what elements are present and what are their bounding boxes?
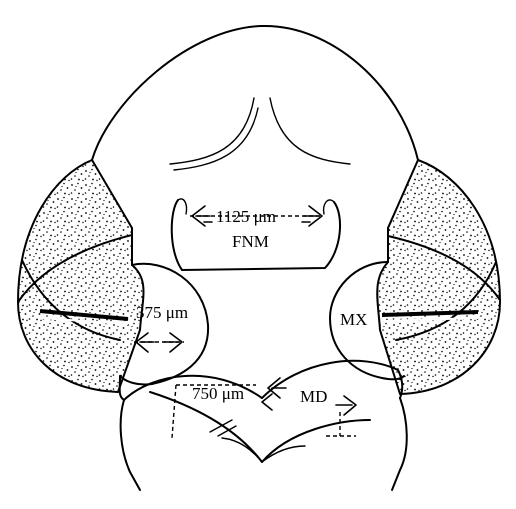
fnm-measure-label: 1125 μm bbox=[216, 207, 276, 226]
fnm-label: FNM bbox=[232, 232, 269, 251]
mx-label: MX bbox=[340, 310, 367, 329]
forehead-fold-left-shadow bbox=[174, 108, 258, 170]
mandible-lower-right bbox=[392, 398, 407, 490]
mandible-right bbox=[262, 361, 402, 398]
fnm-arrow-left bbox=[192, 206, 212, 226]
fnm-left-nub bbox=[178, 199, 187, 214]
md-label: MD bbox=[300, 387, 327, 406]
fnm-right-nub bbox=[324, 200, 334, 214]
chin-fold bbox=[222, 438, 305, 462]
forehead-fold-right bbox=[270, 98, 350, 164]
mandible-midline-right bbox=[262, 420, 370, 462]
md-measure-left bbox=[172, 385, 176, 438]
mandible-lower-left bbox=[121, 400, 140, 490]
md-arrow-right bbox=[336, 396, 356, 415]
md-measure-label: 750 μm bbox=[192, 384, 244, 403]
mx-measure-label: 375 μm bbox=[136, 303, 188, 322]
right-eye-region bbox=[377, 160, 500, 394]
left-eye-region bbox=[18, 160, 144, 392]
forehead-fold-left bbox=[170, 98, 254, 164]
head-outline bbox=[92, 26, 418, 160]
